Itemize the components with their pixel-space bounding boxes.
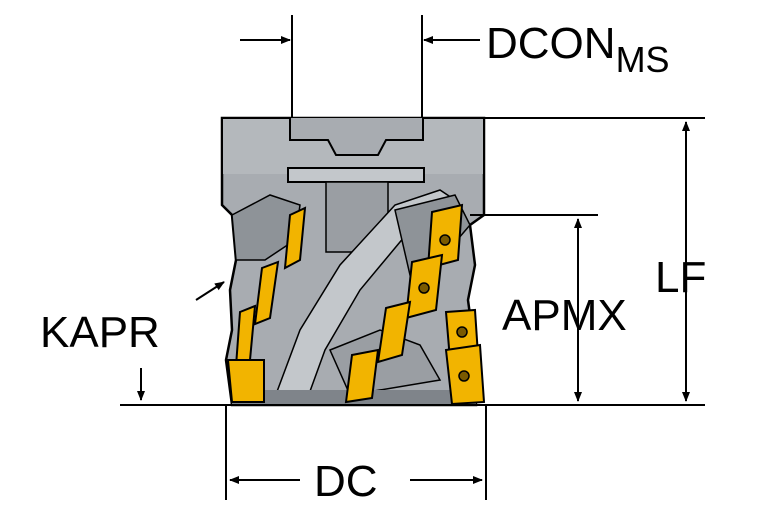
dimension-lines	[120, 15, 705, 500]
dc-label: DC	[314, 457, 378, 506]
screw-4	[458, 370, 470, 382]
insert-7	[376, 300, 412, 364]
screw-1	[439, 234, 451, 246]
kapr-leader	[195, 281, 225, 301]
collar-band	[287, 167, 425, 183]
insert-8	[344, 348, 380, 404]
insert-2	[253, 260, 280, 326]
lf-label: LF	[655, 253, 706, 302]
kapr-label: KAPR	[40, 308, 160, 357]
screw-2	[418, 282, 430, 294]
keyway-slot	[289, 118, 424, 156]
dcon-label: DCONMS	[486, 19, 670, 80]
insert-screws	[418, 234, 470, 382]
insert-4	[226, 359, 265, 403]
apmx-label: APMX	[502, 291, 627, 340]
inserts	[226, 203, 486, 406]
cutter-body	[220, 116, 486, 407]
screw-3	[456, 326, 468, 338]
insert-1	[283, 206, 307, 270]
